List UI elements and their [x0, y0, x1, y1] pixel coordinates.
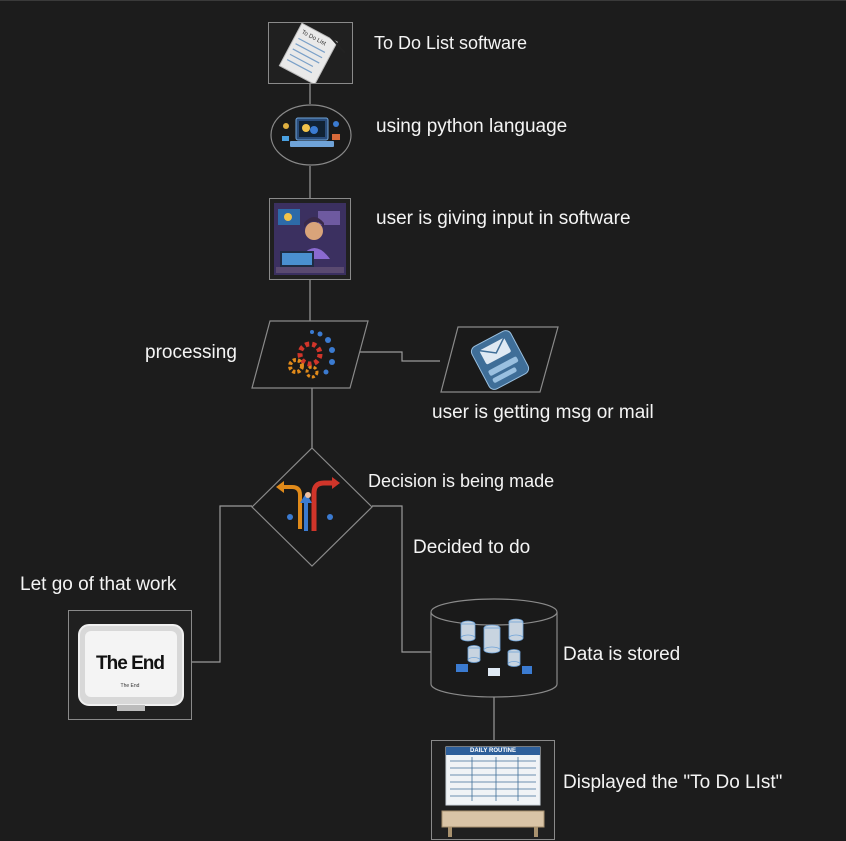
- user-input-node: [269, 198, 351, 280]
- label-python: using python language: [376, 116, 568, 137]
- gears-processing-icon: [251, 320, 369, 389]
- the-end-node: The End The End: [68, 610, 192, 720]
- database-node: [430, 598, 558, 698]
- mail-node: [440, 326, 560, 394]
- label-displayed: Displayed the "To Do LIst": [563, 772, 783, 793]
- label-decision: Decision is being made: [368, 471, 555, 491]
- python-node: [270, 104, 352, 166]
- processing-node: [250, 320, 370, 390]
- monitor-icon: [78, 624, 184, 711]
- user-at-computer-icon: [274, 203, 346, 275]
- label-msg-mail: user is getting msg or mail: [432, 402, 654, 423]
- tv-schedule-icon: [441, 746, 545, 837]
- connector-let-go: [190, 505, 252, 663]
- label-stored: Data is stored: [563, 644, 681, 665]
- label-let-go: Let go of that work: [20, 574, 177, 595]
- board-title: DAILY ROUTINE: [469, 748, 516, 754]
- label-processing: processing: [145, 342, 237, 363]
- label-decided: Decided to do: [413, 537, 531, 558]
- top-border: [0, 0, 846, 1]
- the-end-sub: The End: [120, 683, 140, 689]
- connector-to-mail: [360, 351, 440, 362]
- decision-arrows-icon: [251, 447, 373, 567]
- connector-decided: [372, 505, 432, 653]
- todo-paper-icon: To Do List: [278, 22, 346, 86]
- mail-phone-icon: [440, 326, 559, 393]
- display-node: DAILY ROUTINE: [431, 740, 555, 840]
- label-todo-software: To Do List software: [374, 33, 528, 53]
- label-user-input: user is giving input in software: [376, 208, 631, 229]
- todo-list-node: To Do List: [268, 22, 353, 86]
- the-end-title: The End: [96, 653, 165, 674]
- decision-node: [250, 447, 374, 567]
- database-servers-icon: [430, 598, 558, 698]
- laptop-code-icon: [270, 104, 352, 166]
